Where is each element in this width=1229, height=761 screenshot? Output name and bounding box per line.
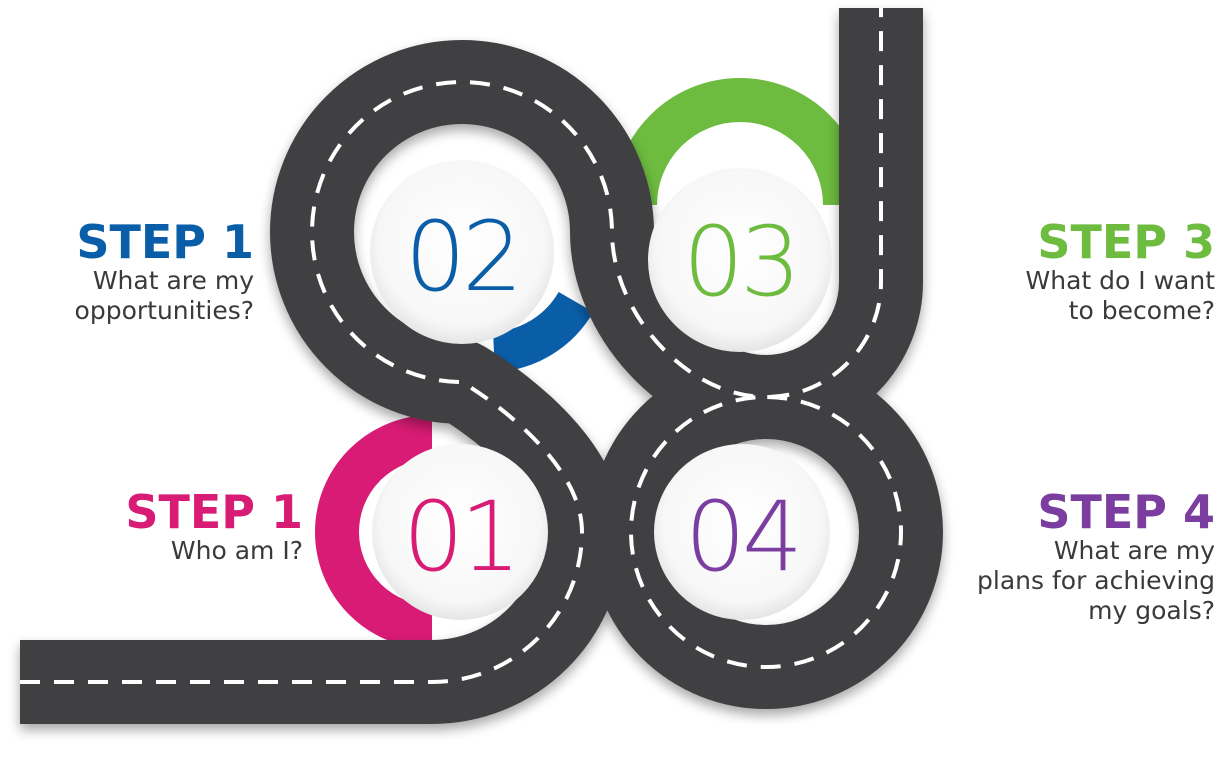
disc-04: [654, 444, 830, 620]
number-discs: [370, 160, 832, 620]
disc-03: [648, 168, 832, 352]
step-description-line: to become?: [1068, 296, 1215, 325]
step-title: STEP 1: [125, 485, 303, 539]
number-04: 04: [685, 481, 799, 593]
step-title: STEP 3: [1037, 215, 1215, 269]
step-description-line: my goals?: [1088, 596, 1215, 625]
step-label-top-left: STEP 1 What are my opportunities?: [75, 218, 254, 326]
disc-02: [370, 160, 554, 344]
accent-arc-03: [613, 78, 867, 206]
disc-01: [372, 444, 548, 620]
step-title: STEP 1: [76, 215, 254, 269]
road: [20, 8, 943, 724]
number-03: 03: [683, 206, 797, 318]
step-description-line: What are my: [1053, 536, 1215, 565]
number-01: 01: [403, 481, 517, 593]
step-description-line: plans for achieving: [977, 566, 1215, 595]
step-description-line: opportunities?: [74, 296, 254, 325]
step-title: STEP 4: [1037, 485, 1215, 539]
accent-arc-01: [315, 415, 433, 649]
number-02: 02: [405, 201, 519, 313]
numbers: 02 03 01 04: [403, 201, 803, 593]
color-accents: [315, 78, 867, 649]
road-lane-marking: [20, 8, 903, 684]
step-label-bottom-left: STEP 1 Who am I?: [125, 488, 303, 566]
step-label-bottom-right: STEP 4 What are my plans for achieving m…: [977, 488, 1215, 626]
step-label-top-right: STEP 3 What do I want to become?: [1026, 218, 1215, 326]
step-description-line: What are my: [92, 266, 254, 295]
step-description-line: What do I want: [1025, 266, 1215, 295]
step-description-line: Who am I?: [170, 536, 303, 565]
accent-arc-02: [492, 291, 594, 372]
